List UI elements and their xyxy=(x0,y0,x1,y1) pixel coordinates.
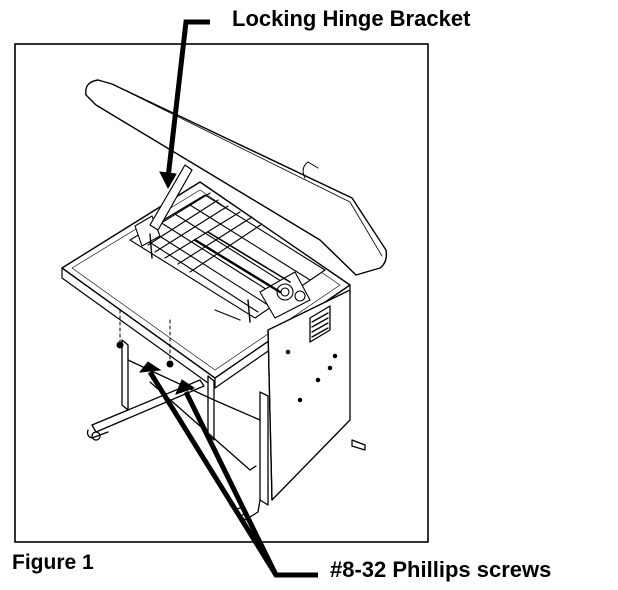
hinge-callout-leader xyxy=(159,19,210,190)
hinge-bracket-arm xyxy=(149,164,193,231)
plotter-stand-illustration xyxy=(61,79,388,521)
screw-hardware xyxy=(116,309,174,368)
roller-mechanism xyxy=(129,192,326,323)
figure-caption: Figure 1 xyxy=(12,551,94,574)
locking-hinge-bracket-label: Locking Hinge Bracket xyxy=(232,6,471,31)
side-cabinet xyxy=(267,289,351,501)
figure-border xyxy=(14,43,429,543)
screws-callout-leaders xyxy=(138,361,318,578)
phillips-screws-label: #8-32 Phillips screws xyxy=(330,557,552,582)
